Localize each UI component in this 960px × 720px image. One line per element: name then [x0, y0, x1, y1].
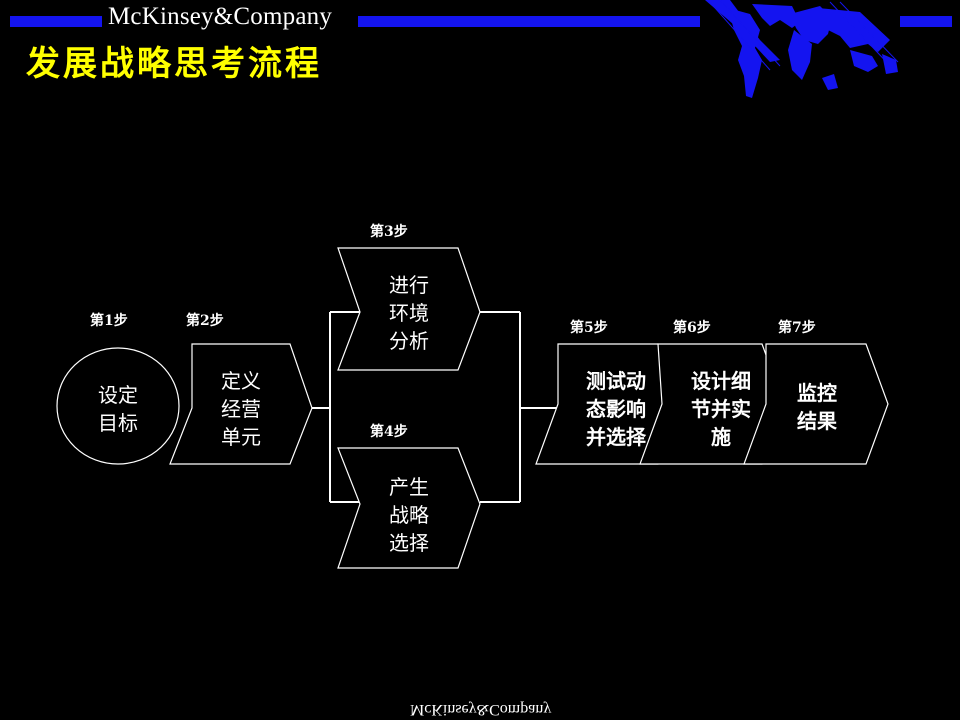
step-6-label: 第6步	[673, 319, 711, 336]
brand-logo: McKinsey&Company	[108, 3, 333, 30]
step-3: 第3步 进行 环境 分析	[337, 223, 481, 371]
step-2-shape	[169, 343, 313, 465]
step-2-label: 第2步	[186, 312, 224, 329]
step-6-line-1: 设计细	[691, 369, 751, 393]
step-7-label: 第7步	[778, 319, 816, 336]
step-7-line-1: 监控	[797, 381, 837, 405]
step-3-shape	[337, 247, 481, 371]
footer-mirrored-brand: McKinsey&Company	[410, 701, 552, 718]
step-4: 第4步 产生 战略 选择	[337, 423, 481, 569]
step-2-line-3: 单元	[221, 425, 261, 449]
step-2: 第2步 定义 经营 单元	[169, 312, 313, 465]
step-7: 第7步 监控 结果	[743, 319, 889, 465]
step-4-line-2: 战略	[389, 503, 429, 527]
step-1-label: 第1步	[90, 312, 128, 329]
step-1-shape	[56, 347, 180, 465]
step-5-line-2: 态影响	[586, 397, 646, 421]
connector-lines	[310, 311, 558, 503]
header-bar-left	[10, 16, 102, 27]
step-3-line-1: 进行	[389, 273, 429, 297]
step-7-line-2: 结果	[797, 409, 837, 433]
step-6-line-3: 施	[711, 425, 731, 449]
step-5-line-1: 测试动	[586, 369, 646, 393]
world-map-icon	[705, 0, 899, 98]
step-2-line-2: 经营	[221, 397, 261, 421]
step-6: 第6步 设计细 节并实 施	[639, 319, 785, 465]
step-1: 第1步 设定 目标	[56, 312, 180, 465]
header-bar-middle	[358, 16, 700, 27]
step-7-shape	[743, 343, 889, 465]
step-2-line-1: 定义	[221, 369, 261, 393]
step-4-line-1: 产生	[389, 475, 429, 499]
step-1-line-2: 目标	[98, 411, 138, 435]
step-3-label: 第3步	[370, 223, 408, 240]
step-3-line-2: 环境	[389, 301, 429, 325]
step-5-label: 第5步	[570, 319, 608, 336]
step-4-shape	[337, 447, 481, 569]
step-5: 第5步 测试动 态影响 并选择	[535, 319, 681, 465]
step-4-line-3: 选择	[389, 531, 429, 555]
step-4-label: 第4步	[370, 423, 408, 440]
step-6-line-2: 节并实	[691, 397, 751, 421]
step-5-line-3: 并选择	[586, 425, 647, 449]
page-title: 发展战略思考流程	[26, 44, 322, 84]
header-bar-right	[900, 16, 952, 27]
step-3-line-3: 分析	[389, 329, 429, 353]
step-1-line-1: 设定	[98, 383, 138, 407]
